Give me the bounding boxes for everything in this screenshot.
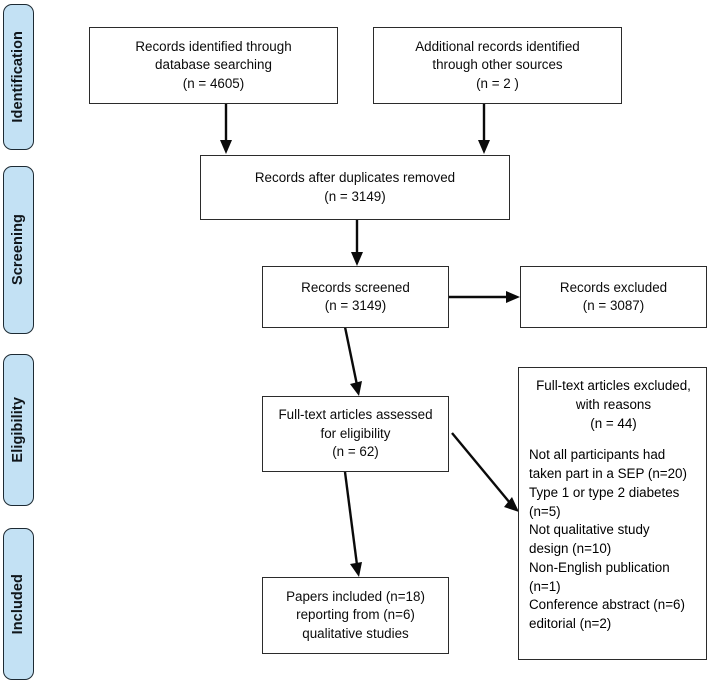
arrow-head-icon	[478, 140, 490, 154]
connector-fulltext-to-included	[343, 471, 359, 566]
stage-tab-label: Screening	[10, 214, 27, 286]
box-papers-included: Papers included (n=18) reporting from (n…	[262, 577, 449, 654]
box-records-after-duplicates-removed: Records after duplicates removed (n = 31…	[200, 155, 510, 220]
box-fulltext-articles-assessed: Full-text articles assessed for eligibil…	[262, 396, 449, 472]
box-records-screened: Records screened (n = 3149)	[262, 266, 449, 328]
stage-tab-label: Eligibility	[10, 397, 27, 463]
box-text: Full-text articles assessed for eligibil…	[278, 407, 433, 460]
box-records-identified-database: Records identified through database sear…	[89, 27, 338, 104]
arrow-head-icon	[506, 291, 520, 303]
box-text: Records excluded (n = 3087)	[559, 279, 668, 314]
arrow-head-icon	[504, 497, 519, 512]
excluded-reasons-list: Not all participants had taken part in a…	[529, 447, 687, 632]
stage-tab-label: Included	[10, 573, 27, 635]
box-text: Records after duplicates removed (n = 31…	[254, 170, 456, 204]
excluded-reasons-heading: Full-text articles excluded, with reason…	[536, 378, 691, 431]
stage-tab-eligibility: Eligibility	[3, 354, 34, 506]
arrow-head-icon	[350, 562, 362, 577]
stage-tab-label: Identification	[10, 31, 27, 123]
box-records-excluded: Records excluded (n = 3087)	[520, 266, 707, 328]
stage-tab-identification: Identification	[3, 4, 34, 150]
arrow-head-icon	[220, 140, 232, 154]
box-text: Records identified through database sear…	[135, 38, 292, 91]
box-fulltext-excluded-with-reasons: Full-text articles excluded, with reason…	[518, 367, 707, 660]
box-text: Papers included (n=18) reporting from (n…	[286, 588, 425, 641]
stage-tab-included: Included	[3, 528, 34, 680]
arrow-head-icon	[350, 381, 362, 396]
stage-tab-screening: Screening	[3, 166, 34, 334]
box-additional-records-other-sources: Additional records identified through ot…	[373, 27, 622, 104]
connector-screened-to-fulltext	[343, 326, 359, 386]
box-text: Additional records identified through ot…	[415, 38, 580, 91]
box-text: Records screened (n = 3149)	[301, 279, 410, 314]
arrow-head-icon	[351, 252, 363, 266]
connector-fulltext-to-reasons	[451, 432, 511, 504]
